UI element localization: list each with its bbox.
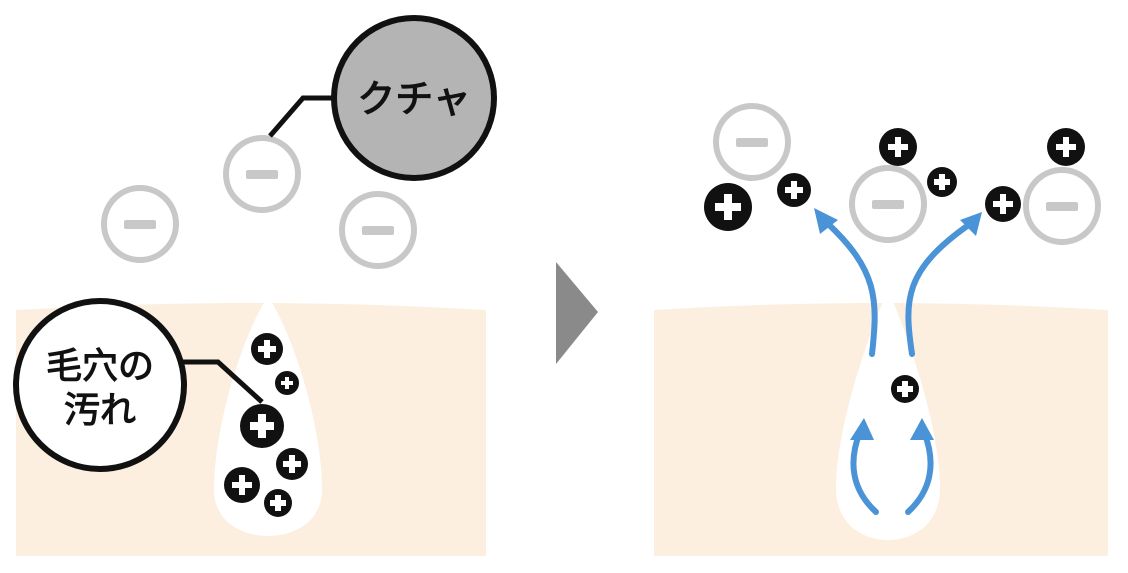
positive-ion-right-1 bbox=[704, 183, 752, 231]
arrowhead-upper-left-icon bbox=[814, 208, 838, 234]
flow-arrowheads bbox=[814, 208, 982, 440]
positive-ion-right-7 bbox=[891, 375, 919, 403]
kucha-leader-line bbox=[268, 95, 342, 138]
arrowhead-lower-right-icon bbox=[910, 418, 934, 440]
positive-ion-right-5 bbox=[985, 186, 1021, 222]
negative-ion-left-3 bbox=[339, 191, 417, 269]
flow-arrow-lower-right bbox=[905, 429, 934, 515]
positive-ion-left-3 bbox=[240, 404, 284, 448]
positive-ion-left-6 bbox=[264, 489, 292, 517]
kucha-callout: クチャ bbox=[331, 15, 497, 181]
flow-arrow-upper-left bbox=[823, 219, 878, 357]
panel-before: クチャ 毛穴の 汚れ bbox=[13, 15, 497, 556]
step-triangle-icon bbox=[556, 262, 598, 364]
positive-ion-right-2 bbox=[777, 173, 811, 207]
flow-arrows bbox=[823, 219, 973, 515]
positive-ion-right-3 bbox=[879, 128, 917, 166]
pore-right bbox=[836, 290, 940, 540]
negative-ion-right-3 bbox=[1023, 167, 1101, 245]
pore-dirt-label-line1: 毛穴の bbox=[46, 346, 154, 387]
arrowhead-upper-right-icon bbox=[960, 212, 982, 236]
pore-dirt-label-line2: 汚れ bbox=[64, 390, 136, 431]
kucha-label: クチャ bbox=[357, 77, 471, 121]
arrowhead-lower-left-icon bbox=[850, 418, 874, 440]
positive-ion-right-6 bbox=[1047, 128, 1085, 166]
positive-ion-left-2 bbox=[275, 371, 299, 395]
flow-arrow-upper-right bbox=[905, 221, 973, 357]
positive-ion-left-4 bbox=[276, 448, 308, 480]
flow-arrow-lower-left bbox=[850, 429, 879, 515]
negative-ion-left-1 bbox=[101, 185, 179, 263]
negative-ion-right-1 bbox=[713, 103, 791, 181]
positive-ion-left-1 bbox=[251, 333, 283, 365]
positive-ion-left-5 bbox=[224, 467, 260, 503]
negative-ion-right-2 bbox=[849, 165, 927, 243]
positive-ion-right-4 bbox=[927, 167, 957, 197]
pore-dirt-leader-line bbox=[180, 359, 264, 404]
negative-ion-left-2 bbox=[223, 135, 301, 213]
panel-after bbox=[654, 103, 1108, 556]
pore-dirt-callout: 毛穴の 汚れ bbox=[13, 298, 187, 472]
